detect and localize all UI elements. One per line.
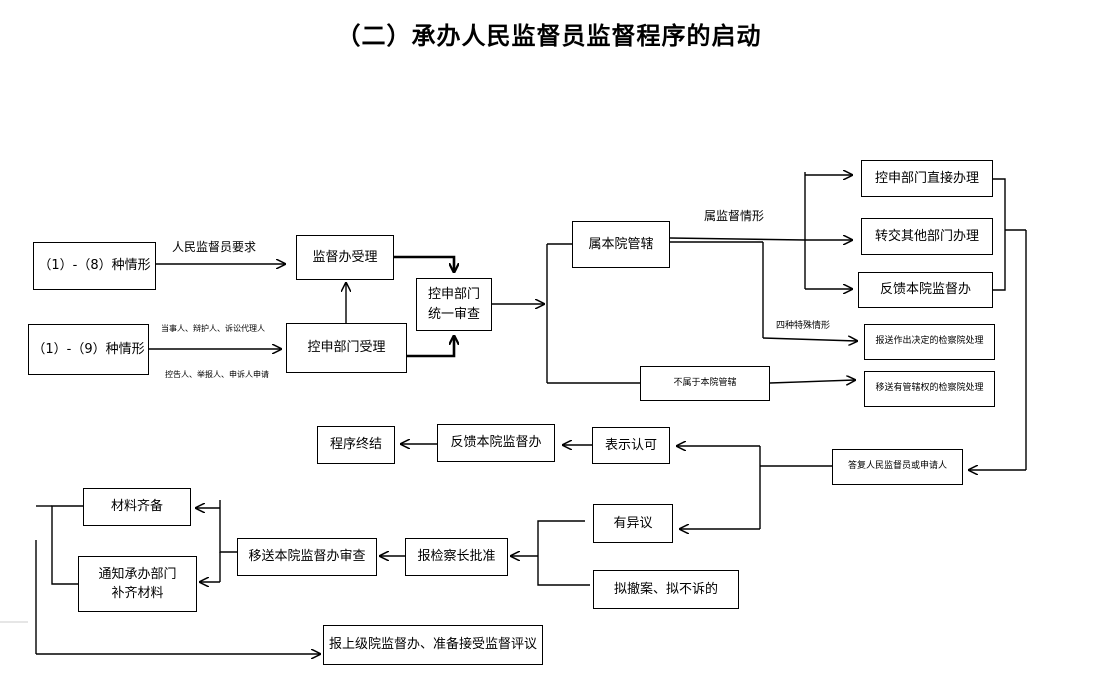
complaint-dept-accept-box: 控申部门受理 — [286, 323, 407, 373]
report-superior-text: 报上级院监督办、准备接受监督评议 — [328, 637, 537, 653]
transfer-jurisdiction-proc-text: 移送有管辖权的检察院处理 — [875, 383, 984, 394]
procedure-end-text: 程序终结 — [329, 437, 382, 453]
complaint-review-box: 控申部门统一审查 — [416, 278, 492, 331]
report-superior-box: 报上级院监督办、准备接受监督评议 — [323, 625, 543, 665]
complaint-dept-accept-text: 控申部门受理 — [307, 340, 386, 356]
chief-approval-box: 报检察长批准 — [405, 538, 508, 576]
approve-text: 表示认可 — [604, 437, 657, 453]
procedure-end-box: 程序终结 — [317, 426, 395, 464]
notify-line1: 通知承办部门 — [98, 566, 177, 582]
cases-1-9-box: （1）-（9）种情形 — [28, 324, 149, 375]
supervisor-request-label: 人民监督员要求 — [172, 240, 257, 254]
chief-approval-text: 报检察长批准 — [417, 549, 496, 565]
approve-box: 表示认可 — [592, 427, 670, 464]
transfer-jurisdiction-proc-box: 移送有管辖权的检察院处理 — [864, 371, 995, 407]
feedback-office-text: 反馈本院监督办 — [879, 282, 971, 298]
feedback-office-box: 反馈本院监督办 — [858, 272, 993, 308]
direct-handle-box: 控申部门直接办理 — [861, 160, 993, 197]
under-jurisdiction-box: 属本院管辖 — [572, 221, 670, 268]
materials-ready-text: 材料齐备 — [110, 499, 163, 515]
not-under-jurisdiction-text: 不属于本院管辖 — [673, 377, 737, 388]
supervision-cases-label: 属监督情形 — [704, 209, 765, 223]
reply-supervisor-box: 答复人民监督员或申请人 — [832, 449, 963, 485]
report-decision-proc-box: 报送作出决定的检察院处理 — [864, 324, 995, 360]
supervision-office-accept-text: 监督办受理 — [312, 249, 378, 265]
objection-box: 有异议 — [593, 504, 673, 543]
objection-text: 有异议 — [613, 515, 653, 531]
report-decision-proc-text: 报送作出决定的检察院处理 — [875, 336, 984, 347]
materials-ready-box: 材料齐备 — [83, 488, 191, 526]
under-jurisdiction-text: 属本院管辖 — [588, 236, 654, 252]
cases-1-8-box: （1）-（8）种情形 — [33, 242, 156, 290]
complaint-review-line2: 统一审查 — [427, 306, 480, 322]
withdraw-box: 拟撤案、拟不诉的 — [593, 570, 739, 609]
feedback-office-2-text: 反馈本院监督办 — [450, 435, 542, 451]
reply-supervisor-text: 答复人民监督员或申请人 — [847, 461, 947, 472]
supervision-office-accept-box: 监督办受理 — [296, 235, 394, 280]
cases-1-9-text: （1）-（9）种情形 — [32, 341, 145, 357]
transfer-other-text: 转交其他部门办理 — [874, 228, 979, 244]
notify-line2: 补齐材料 — [111, 586, 164, 601]
complaint-review-line1: 控申部门 — [427, 287, 480, 302]
parties-bottom-label: 控告人、举报人、申诉人申请 — [165, 370, 269, 379]
withdraw-text: 拟撤案、拟不诉的 — [613, 581, 718, 597]
page-title: （二）承办人民监督员监督程序的启动 — [336, 22, 762, 50]
cases-1-8-text: （1）-（8）种情形 — [38, 258, 151, 274]
four-special-label: 四种特殊情形 — [776, 321, 831, 331]
notify-dept-box: 通知承办部门补齐材料 — [78, 556, 197, 612]
not-under-jurisdiction-box: 不属于本院管辖 — [640, 366, 770, 401]
parties-top-label: 当事人、辩护人、诉讼代理人 — [161, 324, 265, 333]
direct-handle-text: 控申部门直接办理 — [874, 170, 979, 186]
transfer-other-box: 转交其他部门办理 — [861, 218, 993, 255]
transfer-review-text: 移送本院监督办审查 — [248, 549, 366, 565]
transfer-review-box: 移送本院监督办审查 — [237, 538, 377, 576]
feedback-office-2-box: 反馈本院监督办 — [437, 424, 555, 462]
